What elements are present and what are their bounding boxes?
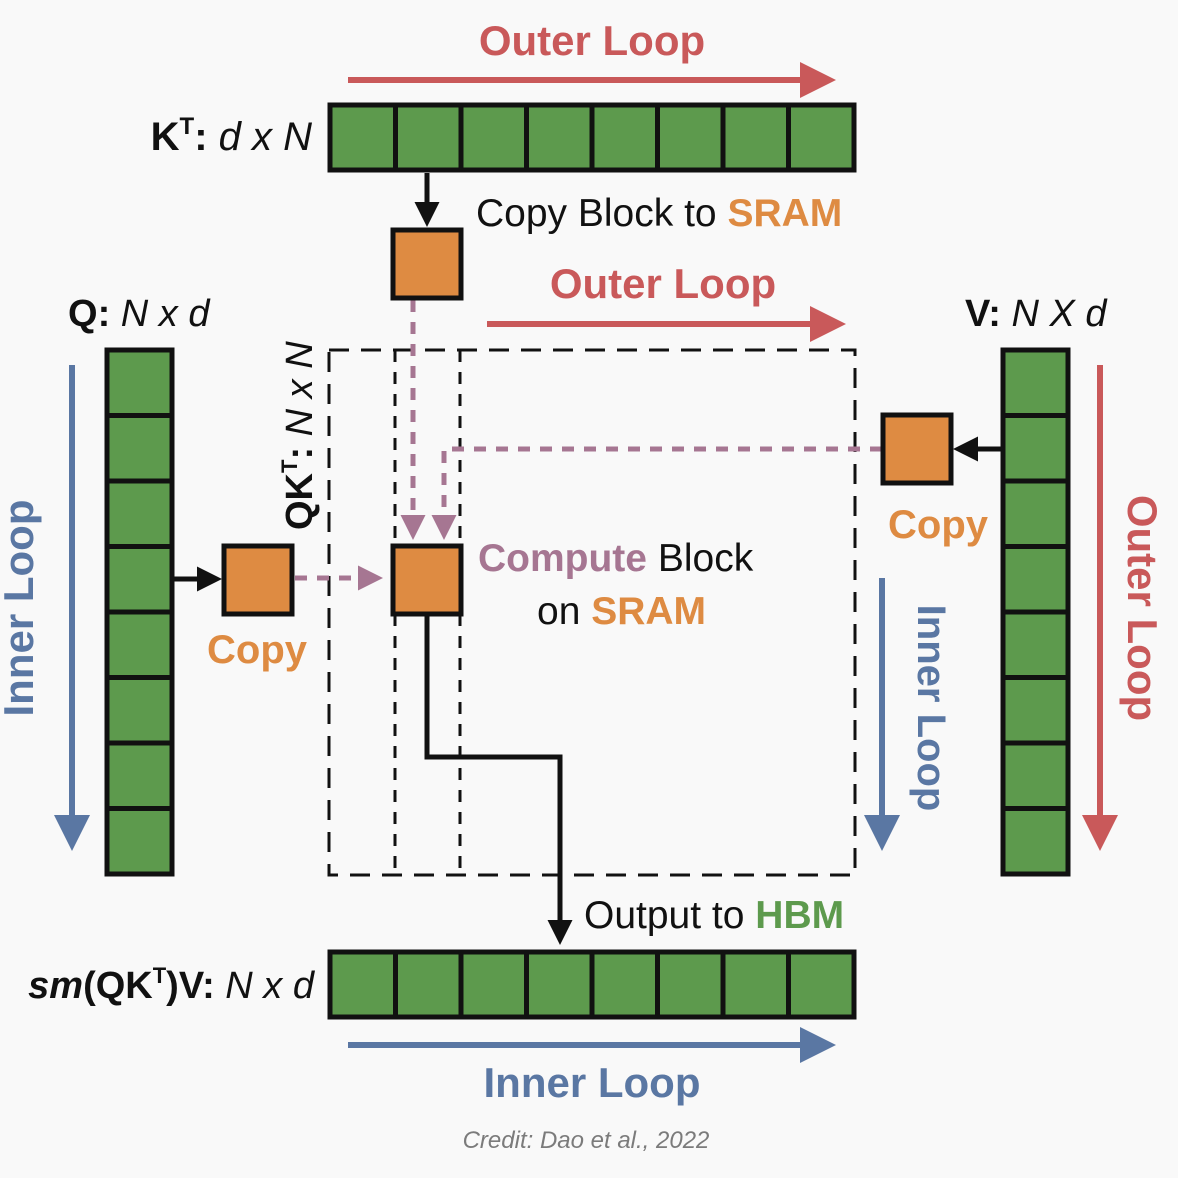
compute-sram-block (390, 543, 464, 617)
v-block-8 (1000, 806, 1071, 877)
kt-block-3 (458, 102, 529, 173)
v-block-5 (1000, 609, 1071, 680)
v-block-2 (1000, 413, 1071, 484)
v-sram-block (880, 412, 954, 486)
outer-loop-top-label: Outer Loop (479, 17, 705, 64)
kt-block-4 (524, 102, 595, 173)
qkt-label: QKT: N x N (277, 341, 321, 530)
v-block-6 (1000, 675, 1071, 746)
kt-block-6 (655, 102, 726, 173)
output-block-6 (655, 949, 726, 1020)
q-sram-block (221, 543, 295, 617)
q-block-7 (104, 740, 175, 811)
v-to-compute-flow (431, 446, 882, 540)
copy-v-label: Copy (888, 503, 989, 547)
q-block-8 (104, 806, 175, 877)
output-block-2 (393, 949, 464, 1020)
v-matrix (1000, 347, 1071, 877)
v-block-4 (1000, 544, 1071, 615)
v-block-1 (1000, 347, 1071, 418)
kt-sram-block (390, 227, 464, 301)
kt-block-2 (393, 102, 464, 173)
q-block-4 (104, 544, 175, 615)
output-matrix (327, 949, 857, 1020)
on-sram-label: on SRAM (537, 590, 706, 633)
output-block-7 (720, 949, 791, 1020)
kt-block-8 (786, 102, 857, 173)
v-block-7 (1000, 740, 1071, 811)
output-to-hbm-label: Output to HBM (584, 894, 844, 937)
output-block-4 (524, 949, 595, 1020)
credit-text: Credit: Dao et al., 2022 (463, 1127, 710, 1154)
output-to-hbm-arrow (424, 614, 573, 945)
kt-label: KT: d x N (151, 113, 312, 159)
kt-block-7 (720, 102, 791, 173)
copy-block-to-sram-label: Copy Block to SRAM (476, 192, 842, 235)
kt-block-5 (589, 102, 660, 173)
kt-matrix (327, 102, 857, 173)
kt-block-1 (327, 102, 398, 173)
q-block-2 (104, 413, 175, 484)
q-block-1 (104, 347, 175, 418)
inner-loop-bottom-label: Inner Loop (484, 1059, 701, 1106)
q-block-3 (104, 478, 175, 549)
output-block-5 (589, 949, 660, 1020)
v-block-3 (1000, 478, 1071, 549)
inner-loop-right-label: Inner Loop (909, 605, 953, 812)
output-block-3 (458, 949, 529, 1020)
output-block-1 (327, 949, 398, 1020)
copy-q-label: Copy (207, 628, 308, 672)
inner-loop-left-label: Inner Loop (0, 500, 42, 717)
output-block-8 (786, 949, 857, 1020)
output-matrix-label: sm(QKT)V: N x d (28, 963, 316, 1007)
outer-loop-right-label: Outer Loop (1119, 495, 1166, 721)
q-label: Q: N x d (68, 293, 211, 335)
qkt-matrix-outline (327, 348, 857, 877)
outer-loop-mid-label: Outer Loop (550, 260, 776, 307)
q-block-6 (104, 675, 175, 746)
q-matrix (104, 347, 175, 877)
v-label: V: N X d (965, 293, 1108, 335)
q-block-5 (104, 609, 175, 680)
compute-block-label: Compute Block (478, 537, 754, 580)
